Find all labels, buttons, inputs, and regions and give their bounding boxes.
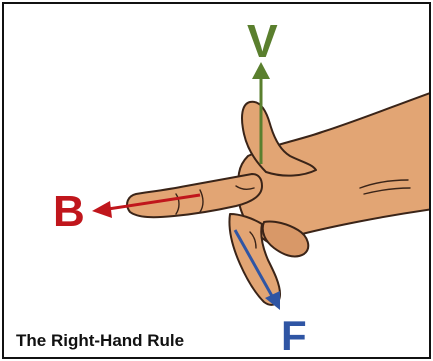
- figure-caption: The Right-Hand Rule: [16, 331, 185, 350]
- f-label: F: [281, 312, 307, 359]
- hand-illustration: [92, 62, 429, 310]
- b-vector-arrow: [92, 193, 201, 218]
- v-label: V: [247, 15, 278, 67]
- b-label: B: [53, 187, 85, 236]
- f-vector-arrow: [233, 229, 280, 310]
- figure-frame: V B F The Right-Hand Rule: [2, 2, 431, 359]
- v-vector-arrow: [252, 62, 270, 164]
- palm-and-forearm: [237, 92, 429, 249]
- curled-fingers: [261, 220, 310, 258]
